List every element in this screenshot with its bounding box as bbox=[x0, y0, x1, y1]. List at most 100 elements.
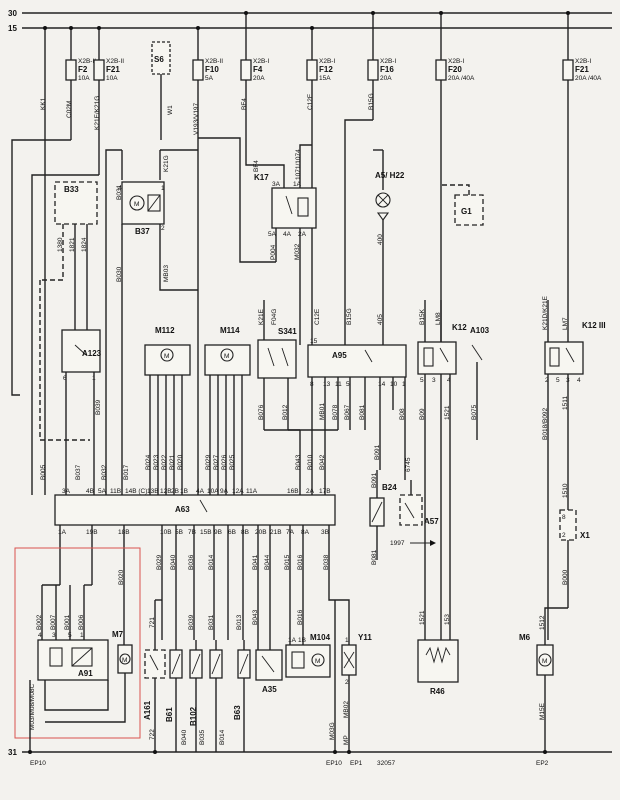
switch-s341: S341 K21E F04G B076 B012 bbox=[257, 300, 297, 430]
svg-text:X2B-II: X2B-II bbox=[205, 58, 223, 65]
wire-k21e: K21E/K21G bbox=[94, 96, 101, 130]
svg-text:X2B-II: X2B-II bbox=[106, 58, 124, 65]
svg-text:1510: 1510 bbox=[562, 483, 569, 498]
svg-text:20A: 20A bbox=[253, 75, 265, 82]
svg-text:5: 5 bbox=[346, 381, 350, 388]
svg-text:10A: 10A bbox=[207, 488, 219, 495]
svg-text:X2B-I: X2B-I bbox=[575, 58, 591, 65]
svg-text:13: 13 bbox=[323, 381, 331, 388]
svg-text:M032: M032 bbox=[294, 243, 301, 260]
switch-a123: A123 6 1 B039 bbox=[39, 279, 102, 495]
svg-text:X2B-I: X2B-I bbox=[319, 58, 335, 65]
svg-text:3A: 3A bbox=[62, 488, 71, 495]
svg-text:4: 4 bbox=[577, 377, 581, 384]
wire-w1: W1 bbox=[167, 105, 174, 115]
svg-text:400: 400 bbox=[377, 234, 384, 245]
svg-text:2: 2 bbox=[345, 679, 349, 686]
svg-text:1B: 1B bbox=[298, 637, 306, 644]
svg-text:B020: B020 bbox=[118, 569, 125, 585]
svg-text:B039: B039 bbox=[188, 614, 195, 630]
switch-a57: A57 1997 6745 bbox=[390, 457, 439, 547]
motor-icon bbox=[538, 653, 552, 667]
motor-icon bbox=[129, 195, 145, 211]
motor-m112: M M112 bbox=[144, 326, 191, 495]
svg-text:B035: B035 bbox=[199, 729, 206, 745]
svg-text:10: 10 bbox=[390, 381, 398, 388]
wire-kk1: KK1 bbox=[40, 97, 47, 110]
svg-text:6745: 6745 bbox=[405, 457, 412, 472]
svg-text:K21G: K21G bbox=[163, 155, 170, 172]
earth-ep1: EP1 bbox=[350, 760, 363, 767]
svg-text:1: 1 bbox=[345, 637, 349, 644]
svg-text:5: 5 bbox=[420, 377, 424, 384]
svg-text:B036: B036 bbox=[188, 554, 195, 570]
svg-text:2: 2 bbox=[161, 225, 165, 232]
svg-text:K21E: K21E bbox=[258, 308, 265, 325]
svg-text:B001: B001 bbox=[64, 614, 71, 630]
svg-text:14: 14 bbox=[378, 381, 386, 388]
svg-text:16B: 16B bbox=[287, 488, 299, 495]
svg-text:15B: 15B bbox=[200, 529, 212, 536]
svg-text:2: 2 bbox=[562, 532, 566, 539]
svg-text:B032: B032 bbox=[101, 464, 108, 480]
svg-text:MB03: MB03 bbox=[163, 265, 170, 282]
svg-text:B24: B24 bbox=[382, 483, 397, 492]
svg-text:B030: B030 bbox=[116, 266, 123, 282]
relay-coil-icon bbox=[291, 651, 305, 669]
svg-text:B014: B014 bbox=[208, 554, 215, 570]
svg-text:2A: 2A bbox=[298, 231, 307, 238]
svg-text:B031: B031 bbox=[116, 184, 123, 200]
svg-text:1A: 1A bbox=[58, 529, 67, 536]
svg-text:A5/ H22: A5/ H22 bbox=[375, 171, 405, 180]
svg-text:9B: 9B bbox=[214, 529, 222, 536]
svg-text:F16: F16 bbox=[380, 65, 394, 74]
lamp-a5-h22: A5/ H22 400 bbox=[373, 149, 405, 345]
resistor-r46: R46 1521 153 bbox=[417, 440, 459, 696]
module-a95: A95 8 13 11 5 14 10 1 15 C12E B15G 405 M… bbox=[307, 308, 407, 495]
svg-text:153: 153 bbox=[444, 614, 451, 625]
svg-text:6: 6 bbox=[63, 375, 67, 382]
fuse-f20: X2B-I F20 20A /40A bbox=[435, 13, 475, 92]
svg-text:B042: B042 bbox=[319, 454, 326, 470]
svg-text:5A: 5A bbox=[98, 488, 107, 495]
rail-31-label: 31 bbox=[8, 748, 17, 757]
svg-text:B067: B067 bbox=[344, 404, 351, 420]
svg-text:M: M bbox=[134, 201, 139, 208]
svg-text:8: 8 bbox=[562, 514, 566, 521]
svg-text:M104: M104 bbox=[310, 633, 331, 642]
svg-text:B61: B61 bbox=[165, 707, 174, 722]
svg-text:405: 405 bbox=[377, 314, 384, 325]
svg-text:K12 III: K12 III bbox=[582, 321, 606, 330]
svg-text:X2B-I: X2B-I bbox=[380, 58, 396, 65]
svg-text:1997: 1997 bbox=[390, 540, 405, 547]
svg-text:1511: 1511 bbox=[562, 396, 569, 410]
svg-text:10A: 10A bbox=[78, 75, 90, 82]
svg-text:5: 5 bbox=[556, 377, 560, 384]
svg-text:K12: K12 bbox=[452, 323, 467, 332]
switch-s6: S6 bbox=[151, 41, 171, 140]
relay-coil-icon bbox=[49, 647, 63, 667]
svg-text:B026: B026 bbox=[221, 454, 228, 470]
svg-text:20A: 20A bbox=[380, 75, 392, 82]
svg-text:3: 3 bbox=[52, 632, 56, 639]
fuse-f21-left: X2B-II F21 10A bbox=[93, 28, 124, 92]
svg-text:15A: 15A bbox=[319, 75, 331, 82]
svg-text:12B: 12B bbox=[160, 488, 172, 495]
svg-text:G1: G1 bbox=[461, 207, 472, 216]
svg-text:X2B-I: X2B-I bbox=[253, 58, 269, 65]
svg-text:B076: B076 bbox=[258, 404, 265, 420]
svg-text:1B: 1B bbox=[180, 488, 188, 495]
svg-text:B015: B015 bbox=[284, 554, 291, 570]
earth-ep2: EP2 bbox=[536, 760, 549, 767]
switch-a161: A161 721 722 bbox=[143, 599, 166, 752]
rail-30-label: 30 bbox=[8, 9, 17, 18]
svg-text:B081: B081 bbox=[371, 549, 378, 565]
svg-text:B075: B075 bbox=[471, 404, 478, 420]
relay-k12: K12 5 3 4 B15K LM8 B09 1521 bbox=[417, 300, 467, 640]
relay-coil-icon bbox=[297, 197, 309, 217]
svg-text:B044: B044 bbox=[264, 554, 271, 570]
highlight-box bbox=[14, 547, 141, 739]
svg-text:M: M bbox=[164, 353, 169, 360]
component-g1: G1 bbox=[441, 184, 484, 226]
